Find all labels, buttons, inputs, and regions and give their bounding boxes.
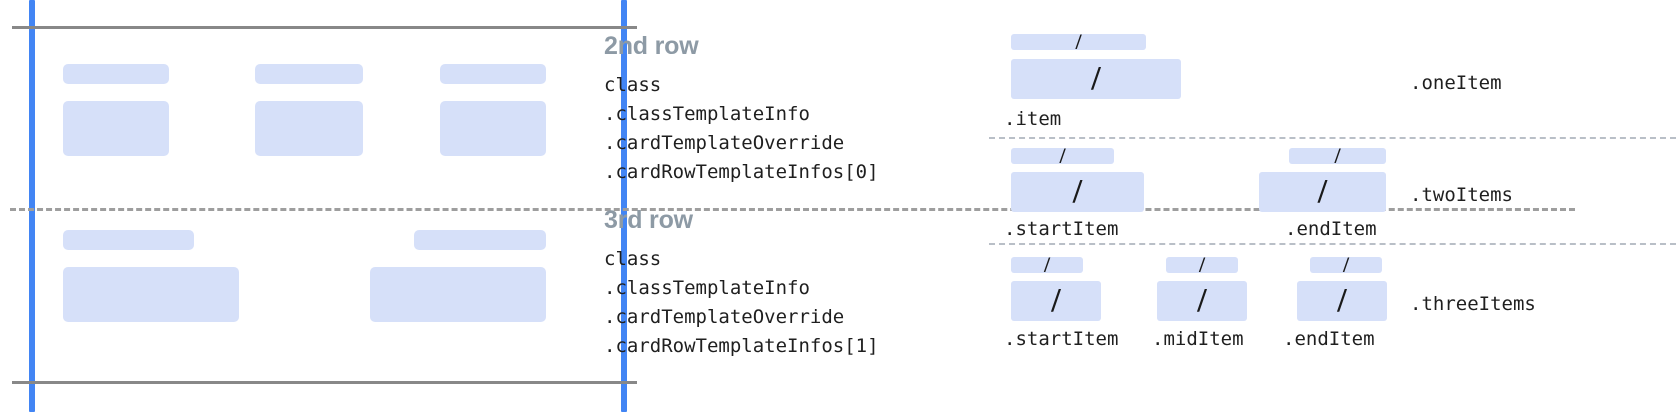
annotation-heading: 3rd row bbox=[604, 206, 693, 234]
three-items-row-label: .threeItems bbox=[1410, 293, 1536, 315]
card-row-preview-panel bbox=[0, 0, 1575, 412]
row3-cell1-title-placeholder bbox=[63, 230, 194, 250]
two-items-end-body-tile: / bbox=[1259, 172, 1386, 212]
slash-glyph: / bbox=[1051, 282, 1061, 319]
card-bottom-rule bbox=[12, 381, 637, 384]
row2-cell1-body-placeholder bbox=[63, 101, 169, 156]
annotation-code-line: class bbox=[604, 74, 662, 96]
three-items-end-title-tile: / bbox=[1310, 252, 1382, 277]
three-items-end-body-tile: / bbox=[1297, 281, 1387, 321]
one-item-label: .item bbox=[1004, 108, 1062, 130]
slash-glyph: / bbox=[1317, 173, 1328, 210]
three-items-start-label: .startItem bbox=[1004, 328, 1119, 350]
row2-cell1-title-placeholder bbox=[63, 64, 169, 84]
two-items-end-title-tile: / bbox=[1289, 143, 1386, 168]
slash-glyph: / bbox=[1342, 252, 1350, 277]
annotation-code-line: .classTemplateInfo bbox=[604, 103, 810, 125]
row3-cell1-body-placeholder bbox=[63, 267, 239, 322]
annotation-code-line: .cardTemplateOverride bbox=[604, 132, 845, 154]
three-items-mid-title-tile: / bbox=[1166, 252, 1238, 277]
slash-glyph: / bbox=[1072, 173, 1083, 210]
row3-cell2-title-placeholder bbox=[414, 230, 546, 250]
row2-cell2-title-placeholder bbox=[255, 64, 363, 84]
item-template-legend-panel: / / .item .oneItem / / .startItem / / .e… bbox=[980, 0, 1676, 412]
two-items-start-label: .startItem bbox=[1004, 218, 1119, 240]
three-items-start-body-tile: / bbox=[1011, 281, 1101, 321]
slash-glyph: / bbox=[1075, 29, 1082, 54]
two-items-start-title-tile: / bbox=[1011, 143, 1114, 168]
three-items-start-title-tile: / bbox=[1011, 252, 1083, 277]
slash-glyph: / bbox=[1059, 143, 1066, 168]
one-item-body-tile: / bbox=[1011, 59, 1181, 99]
slash-glyph: / bbox=[1337, 282, 1347, 319]
one-item-row-label: .oneItem bbox=[1410, 72, 1502, 94]
annotation-code-line: class bbox=[604, 248, 662, 270]
two-items-row-label: .twoItems bbox=[1410, 184, 1513, 206]
annotation-third-row: 3rd row class .classTemplateInfo .cardTe… bbox=[604, 208, 879, 361]
annotation-code-line: .cardRowTemplateInfos[0] bbox=[604, 161, 879, 183]
card-left-edge-rail bbox=[29, 0, 35, 412]
annotation-code-line: .classTemplateInfo bbox=[604, 277, 810, 299]
two-items-end-label: .endItem bbox=[1285, 218, 1377, 240]
one-item-title-tile: / bbox=[1011, 29, 1146, 54]
row-separator-dashed bbox=[10, 208, 1575, 211]
row2-cell3-title-placeholder bbox=[440, 64, 546, 84]
legend-separator-dashed-1 bbox=[989, 137, 1676, 139]
slash-glyph: / bbox=[1091, 60, 1101, 97]
card-right-edge-rail bbox=[621, 0, 627, 412]
row2-cell2-body-placeholder bbox=[255, 101, 363, 156]
annotation-second-row: 2nd row class .classTemplateInfo .cardTe… bbox=[604, 34, 879, 187]
annotation-heading: 2nd row bbox=[604, 32, 699, 60]
three-items-mid-label: .midItem bbox=[1152, 328, 1244, 350]
slash-glyph: / bbox=[1198, 252, 1206, 277]
slash-glyph: / bbox=[1043, 252, 1051, 277]
card-top-rule bbox=[12, 26, 637, 29]
annotation-code-line: .cardRowTemplateInfos[1] bbox=[604, 335, 879, 357]
legend-separator-dashed-2 bbox=[989, 243, 1676, 245]
slash-glyph: / bbox=[1197, 282, 1207, 319]
annotation-code-line: .cardTemplateOverride bbox=[604, 306, 845, 328]
row3-cell2-body-placeholder bbox=[370, 267, 546, 322]
three-items-mid-body-tile: / bbox=[1157, 281, 1247, 321]
slash-glyph: / bbox=[1334, 143, 1341, 168]
three-items-end-label: .endItem bbox=[1283, 328, 1375, 350]
row2-cell3-body-placeholder bbox=[440, 101, 546, 156]
two-items-start-body-tile: / bbox=[1011, 172, 1144, 212]
